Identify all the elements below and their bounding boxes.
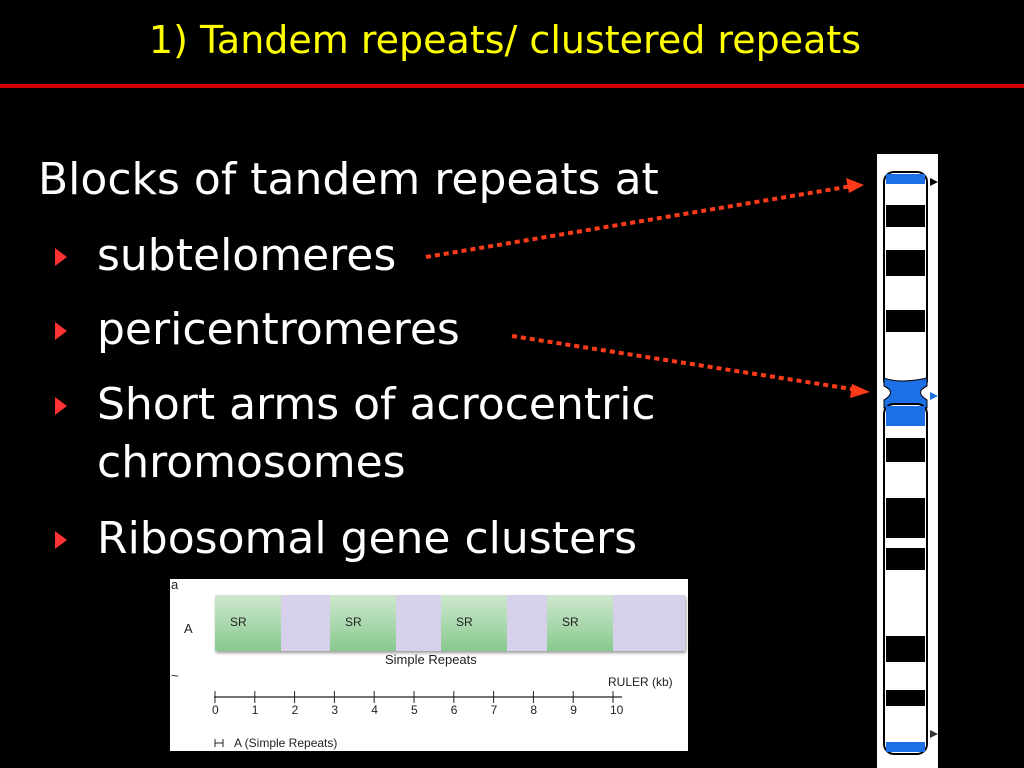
bullet-arrow-icon — [55, 531, 67, 549]
ruler-axis: 0 1 2 3 4 5 6 7 8 9 10 — [212, 691, 624, 747]
title-divider — [0, 84, 1024, 88]
ruler-tick-label: 0 — [212, 703, 219, 717]
legend-label: A (Simple Repeats) — [234, 736, 338, 750]
bullet-arrow-icon — [55, 397, 67, 415]
sr-block: SR — [547, 595, 613, 651]
sr-block: SR — [215, 595, 281, 651]
ruler-tick-label: 2 — [292, 703, 299, 717]
ruler-tick-label: 9 — [570, 703, 577, 717]
slide-title: 1) Tandem repeats/ clustered repeats — [148, 18, 862, 62]
intro-text: Blocks of tandem repeats at — [38, 154, 659, 205]
ruler-label: RULER (kb) — [608, 675, 673, 689]
ruler-tick-label: 10 — [610, 703, 624, 717]
simple-repeats-diagram: a A ~ SR SR SR SR Simple Repeats RULER (… — [170, 577, 688, 751]
sr-block: SR — [441, 595, 507, 651]
connector-arrows — [425, 178, 870, 398]
ruler-tick-label: 1 — [252, 703, 259, 717]
ruler-tick-label: 5 — [411, 703, 418, 717]
chromosome-ideogram — [883, 171, 938, 755]
track-caption: Simple Repeats — [385, 652, 477, 667]
row-label: A — [184, 621, 193, 636]
tilde-mark: ~ — [171, 668, 179, 683]
bullet-arrow-icon — [55, 248, 67, 266]
repeat-track: SR SR SR SR — [215, 595, 685, 651]
sr-block: SR — [330, 595, 396, 651]
ruler-tick-label: 7 — [491, 703, 498, 717]
ruler-tick-label: 8 — [530, 703, 537, 717]
ruler-tick-label: 3 — [331, 703, 338, 717]
ruler-tick-label: 6 — [451, 703, 458, 717]
bullet-arrow-icon — [55, 322, 67, 340]
panel-label: a — [171, 577, 179, 592]
ruler-tick-label: 4 — [371, 703, 378, 717]
